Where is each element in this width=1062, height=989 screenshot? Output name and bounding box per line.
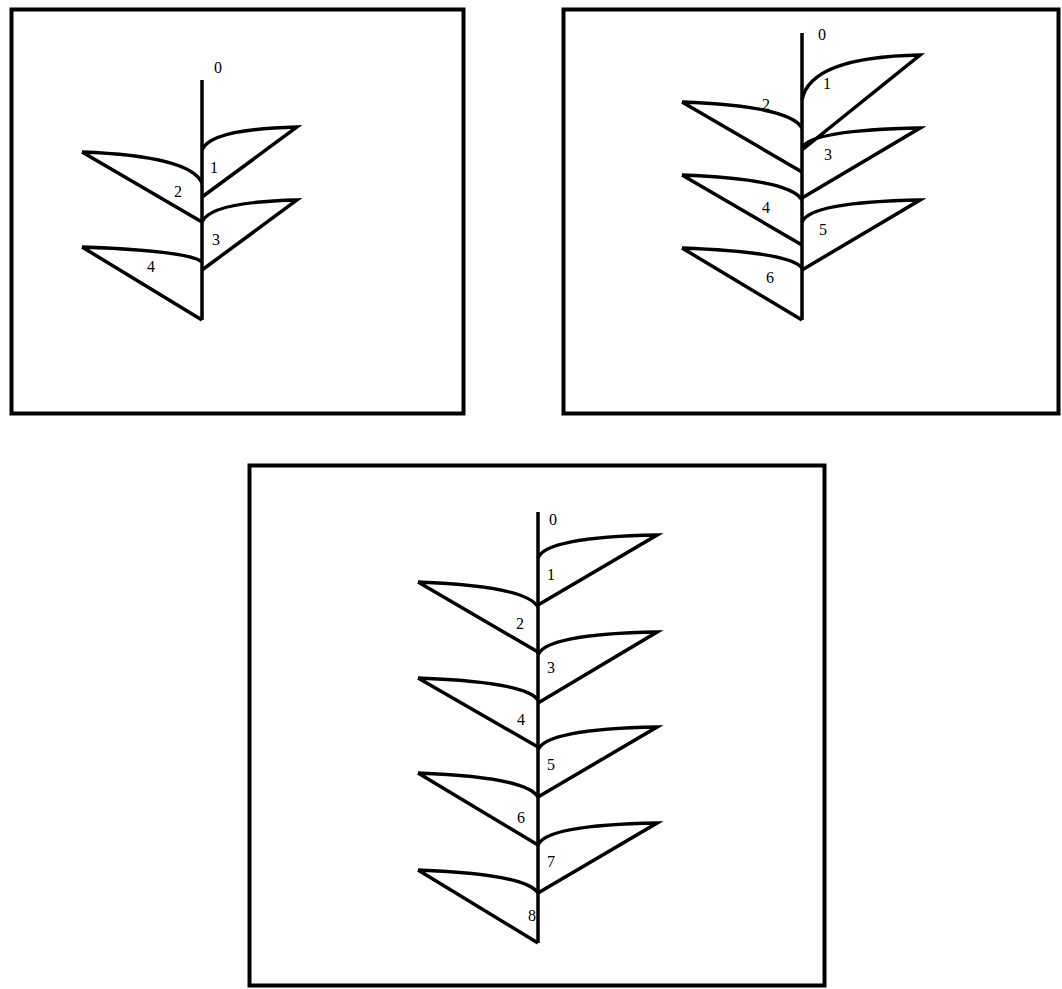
leaf-number: 3: [212, 232, 220, 248]
panel-frame: [564, 10, 1059, 414]
leaf-number: 1: [823, 76, 831, 92]
leaf-outline: [682, 248, 802, 320]
leaf-outline: [538, 727, 657, 797]
leaf-number: 2: [174, 184, 182, 200]
leaf-outline: [82, 152, 202, 222]
leaf-number: 3: [547, 660, 555, 676]
leaf-number: 0: [214, 60, 222, 76]
plant-stem: [200, 80, 204, 320]
leaf-number: 1: [547, 567, 555, 583]
leaf-outline: [538, 632, 657, 703]
leaf-number: 4: [762, 200, 770, 216]
panel-frame: [12, 10, 464, 414]
leaf-number: 4: [147, 259, 155, 275]
leaf-outline: [802, 55, 920, 150]
leaf-number: 7: [547, 854, 555, 870]
leaf-number: 6: [766, 270, 774, 286]
leaf-number: 4: [517, 712, 525, 728]
leaf-outline: [418, 582, 538, 652]
leaf-number: 8: [528, 908, 536, 924]
leaf-number: 5: [819, 222, 827, 238]
plant-stem: [800, 33, 804, 320]
leaf-outline: [538, 823, 657, 893]
leaf-outline: [202, 200, 297, 270]
leaf-number: 2: [762, 97, 770, 113]
leaf-number: 0: [818, 27, 826, 43]
leaf-number: 3: [824, 147, 832, 163]
leaf-number: 6: [517, 810, 525, 826]
leaf-number: 2: [516, 616, 524, 632]
leaf-outline: [418, 870, 538, 943]
leaf-outline: [682, 102, 802, 172]
leaf-outline: [802, 200, 920, 270]
panel-frame: [250, 466, 825, 986]
leaf-number: 1: [210, 160, 218, 176]
leaf-outline: [682, 175, 802, 245]
plant-stem: [536, 512, 540, 943]
leaf-outline: [202, 127, 297, 197]
leaf-number: 5: [547, 757, 555, 773]
leaf-number: 0: [549, 512, 557, 528]
leaf-outline: [82, 247, 202, 320]
leaf-outline: [802, 128, 920, 198]
leaf-outline: [538, 535, 657, 605]
leaf-outline: [418, 773, 538, 845]
leaf-outline: [418, 678, 538, 747]
